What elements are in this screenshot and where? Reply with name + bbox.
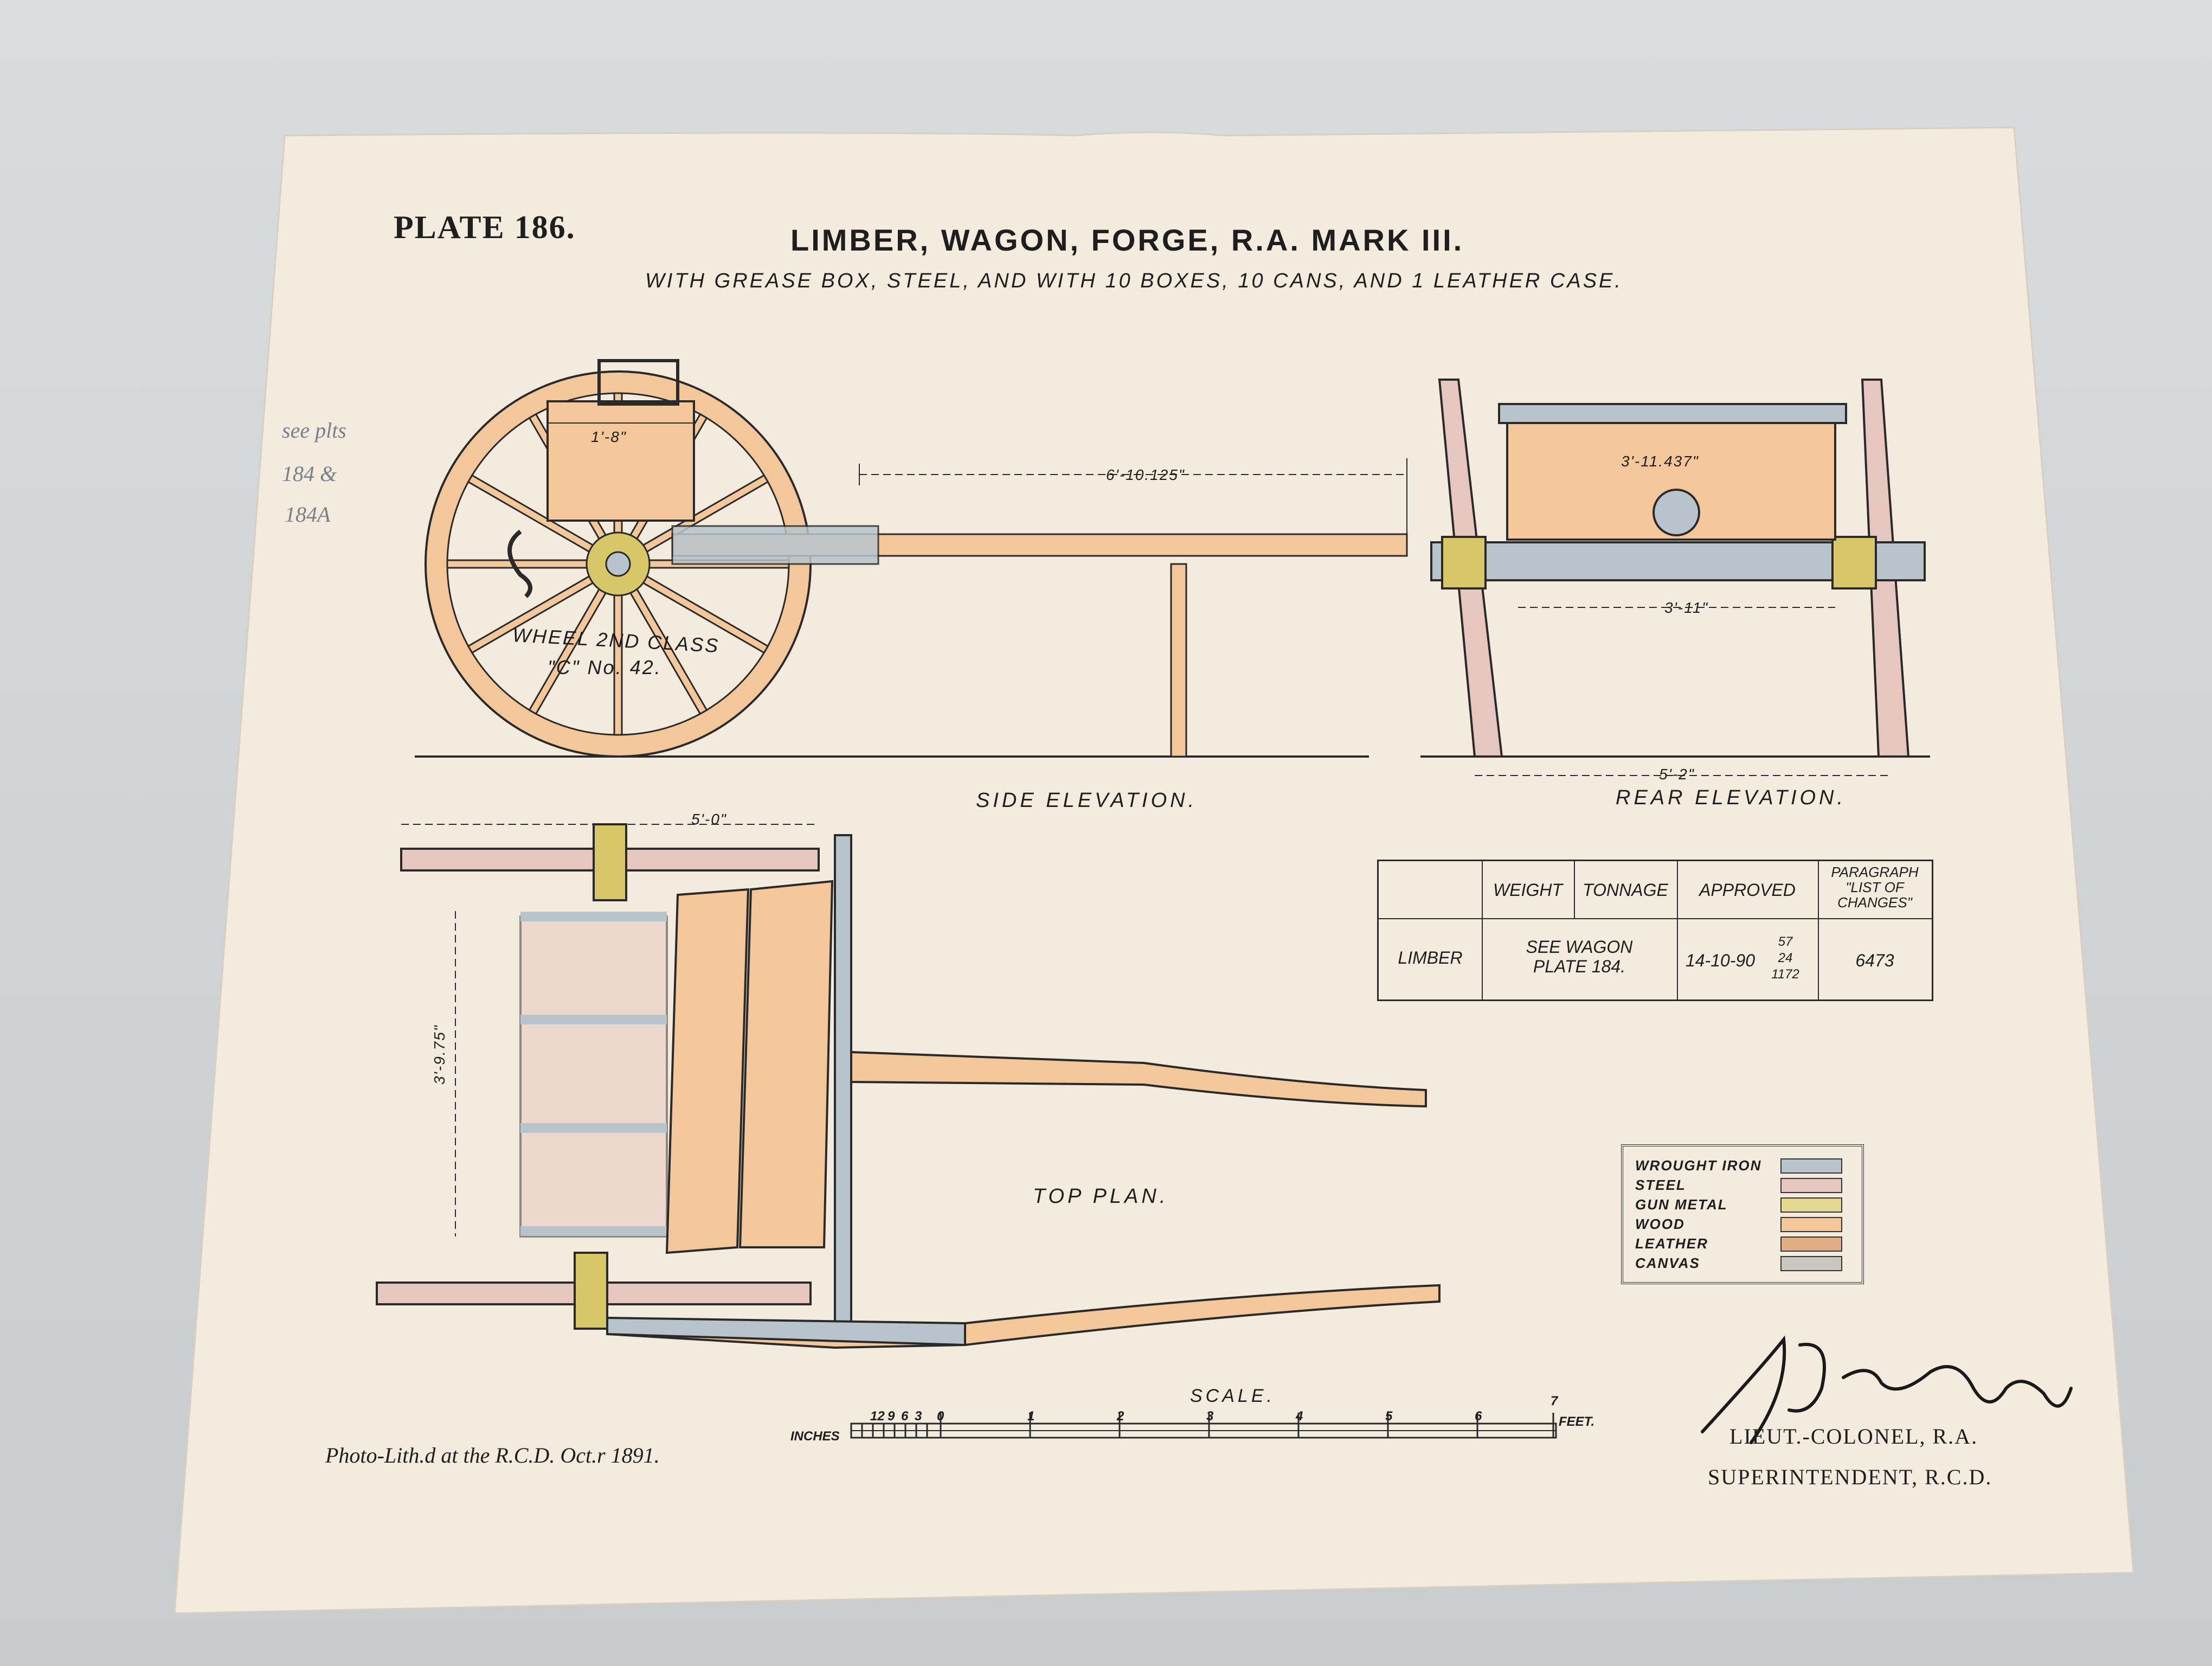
- plan-dim-width: 5'-0": [691, 811, 727, 828]
- table-header-paragraph: PARAGRAPH "LIST OF CHANGES": [1831, 864, 1919, 911]
- legend-label-wood: WOOD: [1635, 1216, 1685, 1232]
- scale-bar: [850, 1413, 1557, 1439]
- signature: [1701, 1335, 2073, 1444]
- scale-feet-label: FEET.: [1559, 1414, 1595, 1429]
- scale-foot-tick-2: 2: [1117, 1409, 1124, 1424]
- table-approved-ref-mid: 24: [1778, 951, 1793, 965]
- page-subtitle: WITH GREASE BOX, STEEL, AND WITH 10 BOXE…: [645, 270, 1623, 292]
- rear-elevation-label: REAR ELEVATION.: [1616, 786, 1847, 809]
- margin-note-line-2: 184 &: [282, 462, 337, 486]
- scale-foot-tick-1: 1: [1027, 1409, 1035, 1424]
- table-row-label: LIMBER: [1398, 948, 1463, 967]
- top-plan-drawing: [376, 823, 1441, 1349]
- legend-swatch-steel: [1780, 1178, 1842, 1193]
- legend-swatch-canvas: [1780, 1256, 1842, 1271]
- table-approved-ref-bottom: 1172: [1771, 967, 1799, 982]
- legend-swatch-gun-metal: [1780, 1197, 1842, 1213]
- side-elevation-label: SIDE ELEVATION.: [976, 789, 1198, 812]
- legend-swatch-wrought-iron: [1780, 1158, 1842, 1174]
- approval-table: WEIGHT TONNAGE APPROVED PARAGRAPH "LIST …: [1377, 860, 1933, 1001]
- scale-inch-tick-3: 3: [915, 1409, 922, 1424]
- scale-inches-label: INCHES: [790, 1429, 840, 1444]
- rear-elevation-drawing: [1420, 379, 1930, 776]
- wheel-note-2: "C" No. 42.: [548, 656, 662, 678]
- scale-foot-tick-3: 3: [1206, 1409, 1214, 1424]
- signatory-office: SUPERINTENDENT, R.C.D.: [1708, 1465, 1992, 1489]
- scale-inch-tick-0: 0: [937, 1409, 944, 1424]
- legend-label-wrought-iron: WROUGHT IRON: [1635, 1157, 1762, 1174]
- table-header-approved: APPROVED: [1699, 880, 1796, 900]
- scale-inch-tick-9: 9: [888, 1409, 895, 1424]
- legend-label-canvas: CANVAS: [1635, 1255, 1700, 1271]
- color-legend: WROUGHT IRON STEEL GUN METAL WOOD LEATHE…: [1621, 1144, 1864, 1284]
- top-plan-label: TOP PLAN.: [1033, 1185, 1169, 1208]
- table-header-weight: WEIGHT: [1493, 880, 1562, 900]
- rear-dim-box: 3'-11.437": [1621, 453, 1699, 470]
- table-paragraph-value: 6473: [1855, 951, 1894, 970]
- plan-dim-length: 3'-9.75": [431, 1024, 448, 1085]
- signatory-rank: LIEUT.-COLONEL, R.A.: [1729, 1424, 1978, 1449]
- legend-swatch-wood: [1780, 1217, 1842, 1232]
- legend-label-steel: STEEL: [1635, 1177, 1686, 1193]
- page-title: LIMBER, WAGON, FORGE, R.A. MARK III.: [790, 223, 1464, 257]
- scale-foot-tick-7: 7: [1551, 1394, 1558, 1408]
- side-dim-pole: 6'-10.125": [1106, 466, 1185, 483]
- table-approved-ref-top: 57: [1778, 934, 1793, 949]
- table-approved-date: 14-10-90: [1685, 951, 1756, 970]
- rear-dim-axle: 3'-11": [1664, 599, 1709, 616]
- photo-credit: Photo-Lith.d at the R.C.D. Oct.r 1891.: [325, 1443, 660, 1468]
- legend-label-gun-metal: GUN METAL: [1635, 1196, 1728, 1213]
- rear-dim-track: 5'-2": [1659, 766, 1695, 783]
- scale-inch-tick-6: 6: [901, 1409, 909, 1424]
- scale-foot-tick-4: 4: [1296, 1409, 1303, 1424]
- side-elevation-drawing: [415, 359, 1408, 758]
- side-dim-box: 1'-8": [591, 428, 627, 445]
- scale-title: SCALE.: [1190, 1386, 1275, 1406]
- scale-foot-tick-5: 5: [1385, 1409, 1393, 1424]
- legend-label-leather: LEATHER: [1635, 1235, 1708, 1252]
- table-weight-tonnage: SEE WAGON PLATE 184.: [1526, 937, 1633, 976]
- legend-swatch-leather: [1780, 1236, 1842, 1252]
- scale-foot-tick-6: 6: [1475, 1409, 1482, 1424]
- plate-number: PLATE 186.: [394, 209, 576, 245]
- margin-note-line-3: 184A: [285, 502, 331, 527]
- margin-note-line-1: see plts: [282, 418, 346, 443]
- table-header-tonnage: TONNAGE: [1583, 880, 1668, 900]
- scale-inch-tick-12: 12: [870, 1409, 885, 1424]
